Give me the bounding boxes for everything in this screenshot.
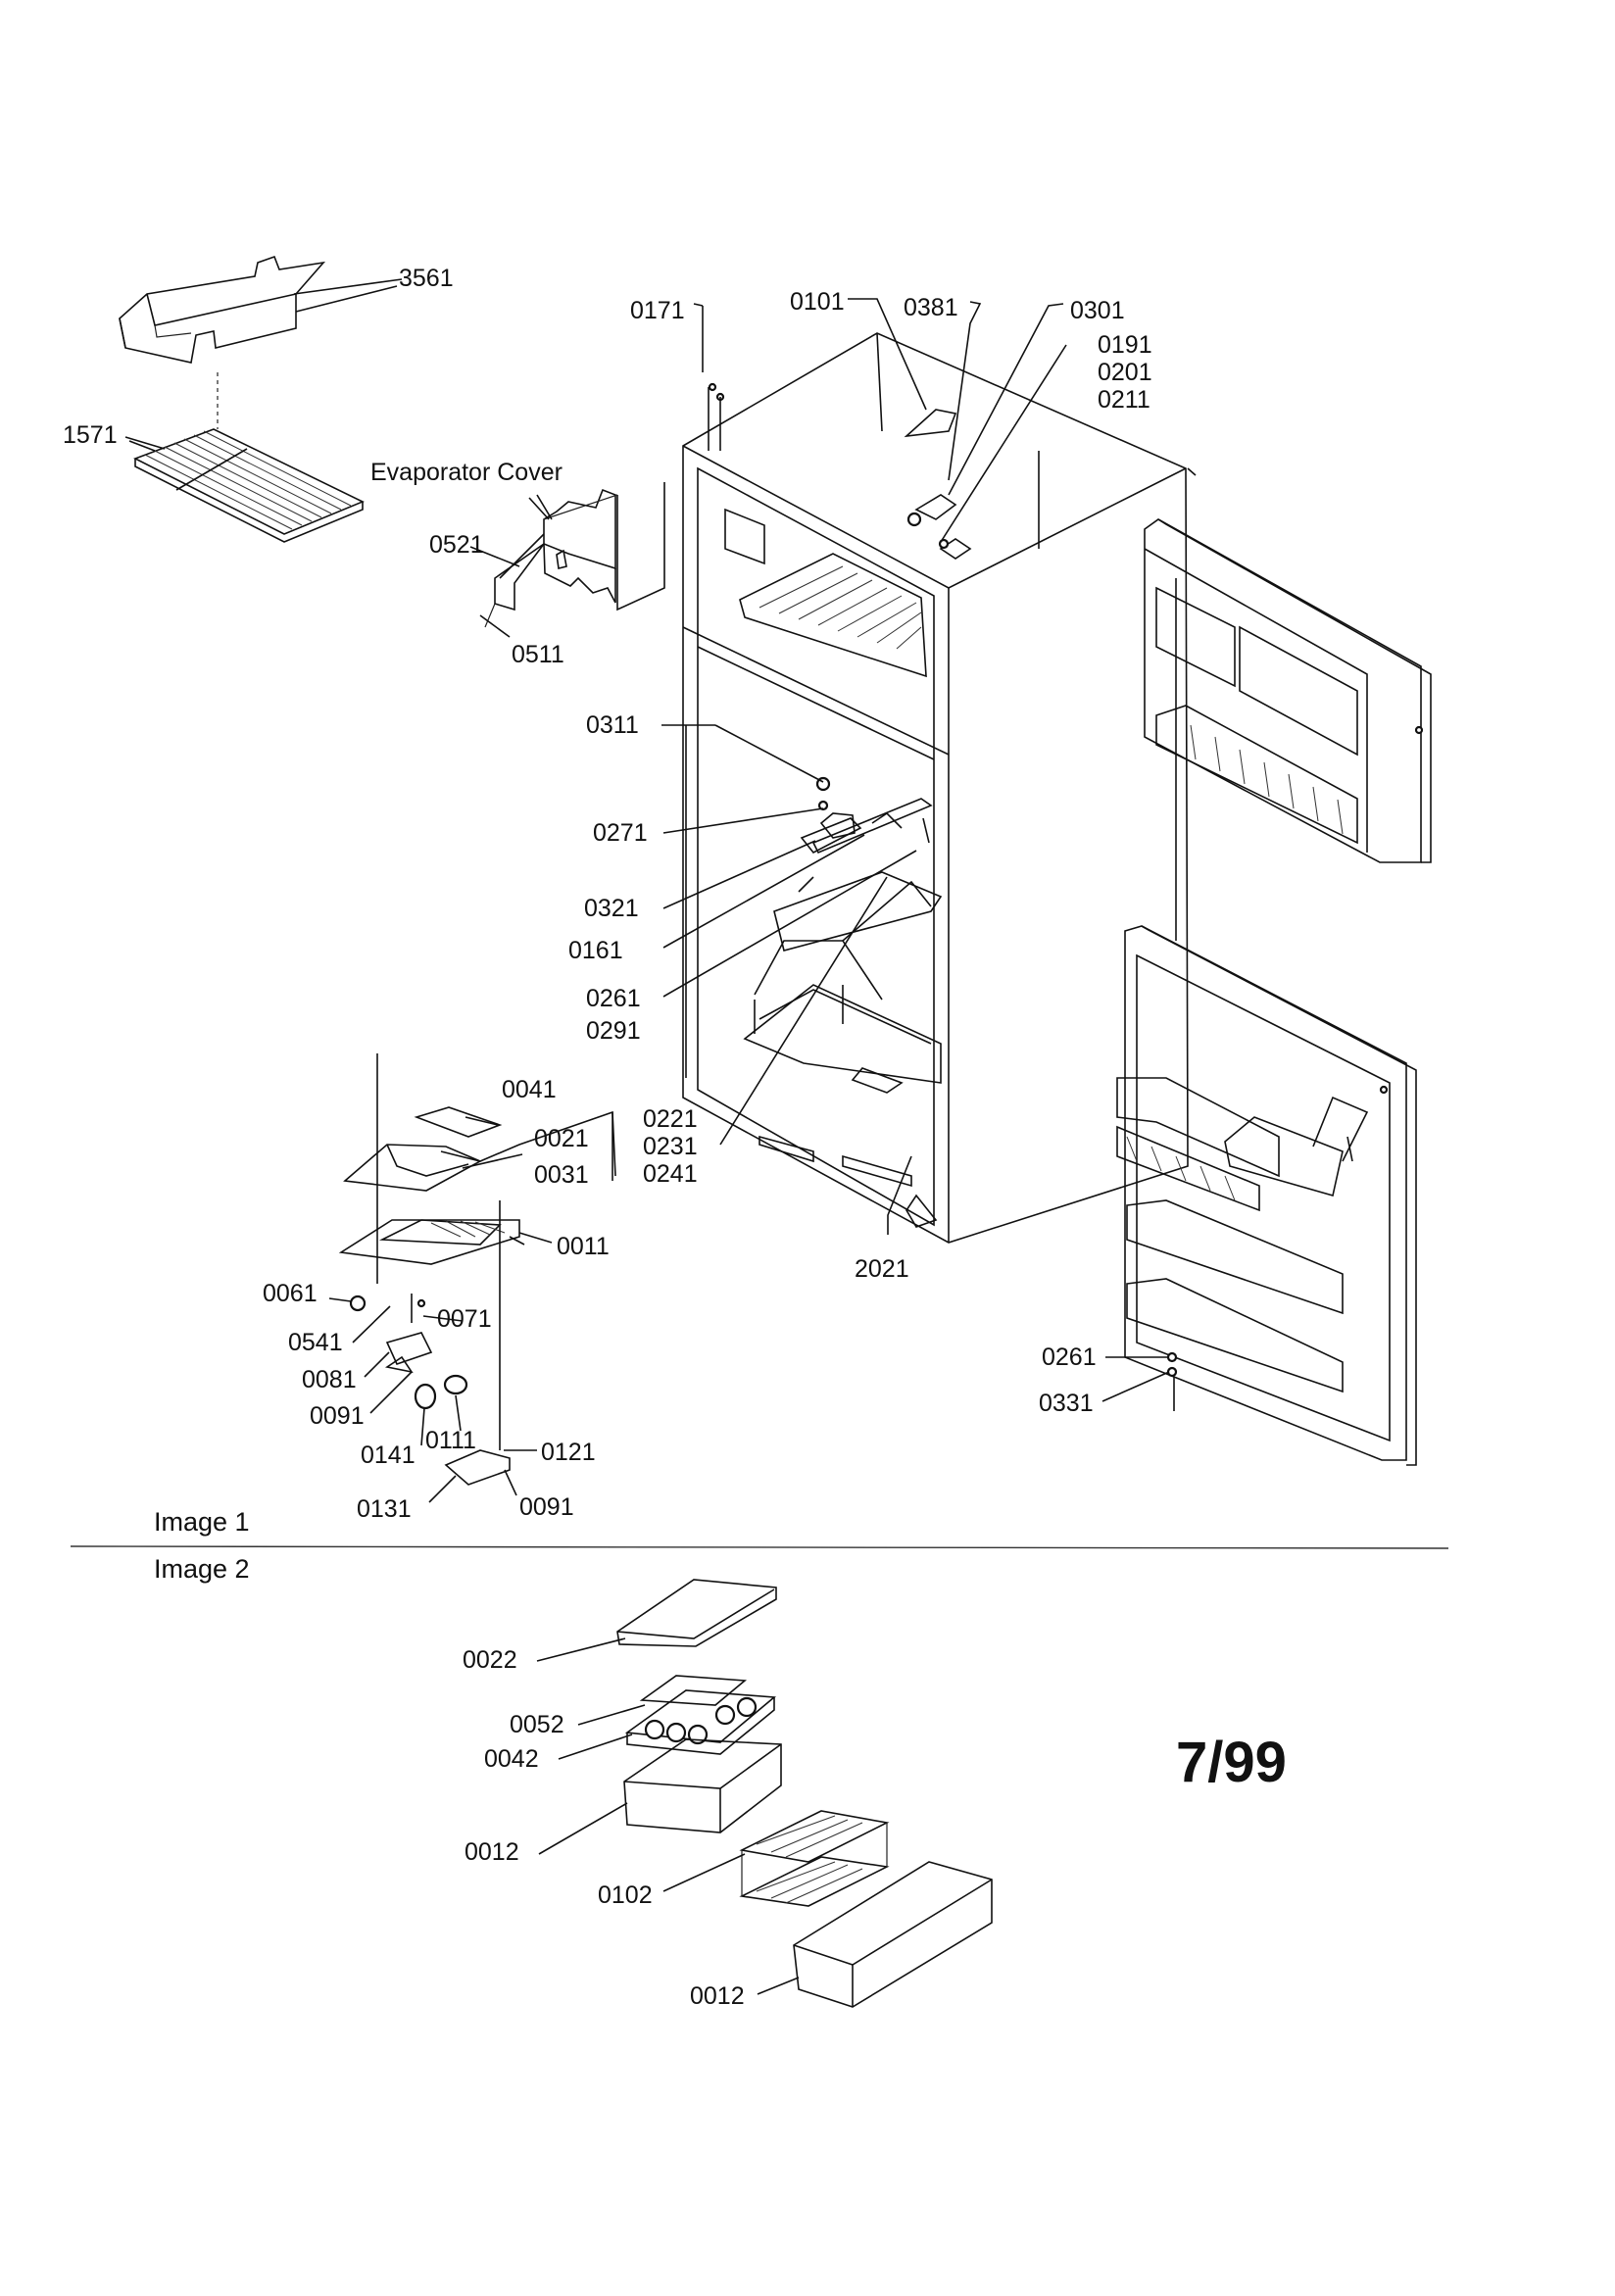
label-0261: 0261 — [586, 985, 641, 1012]
label-0111: 0111 — [425, 1427, 476, 1454]
label-0201: 0201 — [1098, 359, 1152, 386]
label-0061: 0061 — [263, 1280, 318, 1307]
label-0231: 0231 — [643, 1133, 698, 1160]
icemaker-parts-drawing — [616, 1579, 993, 2008]
label-0271: 0271 — [593, 819, 648, 847]
label-0241: 0241 — [643, 1160, 698, 1188]
label-0381: 0381 — [904, 294, 958, 321]
label-0081: 0081 — [302, 1366, 357, 1393]
label-0321: 0321 — [584, 895, 639, 922]
label-0071: 0071 — [437, 1305, 492, 1333]
section-label-image-1: Image 1 — [154, 1507, 250, 1537]
label-0091-lower: 0091 — [519, 1493, 574, 1521]
label-0301: 0301 — [1070, 297, 1125, 324]
date-code: 7/99 — [1176, 1731, 1287, 1794]
label-0012-upper: 0012 — [465, 1838, 519, 1866]
label-0161: 0161 — [568, 937, 623, 964]
label-0021: 0021 — [534, 1125, 589, 1152]
label-0141: 0141 — [361, 1441, 416, 1469]
wire-shelf-drawing — [128, 428, 365, 543]
label-0171: 0171 — [630, 297, 685, 324]
label-0041: 0041 — [502, 1076, 557, 1103]
evaporator-cover-drawing — [484, 482, 665, 628]
label-0102: 0102 — [598, 1881, 653, 1909]
label-0311: 0311 — [586, 711, 639, 739]
label-0031: 0031 — [534, 1161, 589, 1189]
section-label-image-2: Image 2 — [154, 1554, 250, 1584]
leader-lines — [124, 285, 1170, 1995]
label-1571: 1571 — [63, 421, 118, 449]
part-labels: 3561 1571 Evaporator Cover 0521 0511 017… — [63, 265, 1287, 2010]
label-0331: 0331 — [1039, 1390, 1094, 1417]
label-0541: 0541 — [288, 1329, 343, 1356]
section-divider — [70, 1545, 1449, 1549]
label-0511: 0511 — [512, 641, 564, 668]
refrigerator-cabinet-drawing — [682, 332, 1197, 1244]
crisper-tray-drawing — [119, 255, 403, 429]
label-0131: 0131 — [357, 1495, 412, 1523]
label-3561: 3561 — [399, 265, 454, 292]
label-0191: 0191 — [1098, 331, 1152, 359]
label-0091-upper: 0091 — [310, 1402, 365, 1430]
freezer-door-drawing — [1144, 518, 1432, 941]
label-0042: 0042 — [484, 1745, 539, 1773]
fresh-food-door-drawing — [1116, 925, 1417, 1466]
label-0012-lower: 0012 — [690, 1982, 745, 2010]
label-0291: 0291 — [586, 1017, 641, 1045]
label-2021: 2021 — [855, 1255, 909, 1283]
label-0261-door: 0261 — [1042, 1343, 1097, 1371]
label-0022: 0022 — [463, 1646, 517, 1674]
label-evaporator-cover: Evaporator Cover — [370, 459, 563, 486]
label-0011: 0011 — [557, 1233, 610, 1260]
label-0121: 0121 — [541, 1439, 596, 1466]
label-0221: 0221 — [643, 1105, 698, 1133]
control-assembly-drawing — [338, 1053, 616, 1486]
label-0052: 0052 — [510, 1711, 564, 1738]
label-0101: 0101 — [790, 288, 845, 316]
label-0211: 0211 — [1098, 386, 1150, 414]
label-0521: 0521 — [429, 531, 484, 559]
